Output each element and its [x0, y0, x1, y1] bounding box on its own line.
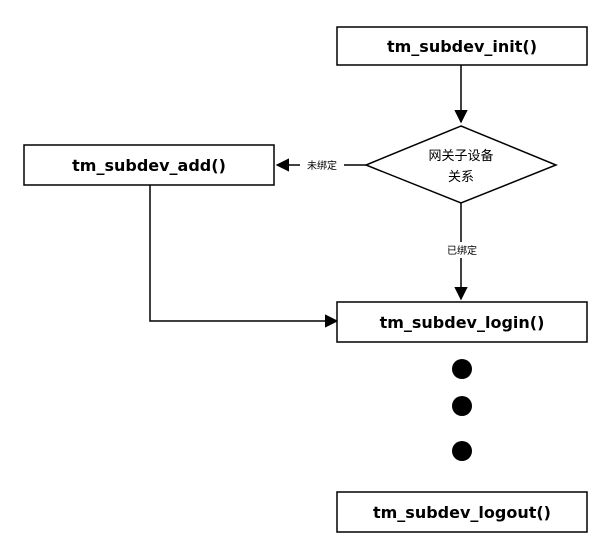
node-login: tm_subdev_login(): [336, 301, 588, 343]
node-init: tm_subdev_init(): [336, 26, 588, 66]
node-decision-diamond: [364, 125, 558, 204]
node-login-box: [336, 301, 588, 343]
edge-add-to-login: [149, 185, 339, 328]
node-init-label: tm_subdev_init(): [387, 37, 537, 56]
node-decision: 网关子设备 关系: [364, 125, 558, 204]
node-decision-label-line2: 关系: [448, 170, 474, 185]
node-logout: tm_subdev_logout(): [336, 491, 588, 533]
edge-label-unbound-bg: [300, 157, 344, 173]
node-init-box: [336, 26, 588, 66]
node-decision-label-line1: 网关子设备: [428, 148, 493, 164]
ellipsis-dot: [452, 441, 472, 461]
edge-label-bound-bg: [440, 242, 484, 258]
ellipsis-dot: [452, 359, 472, 379]
edge-label-unbound: 未绑定: [307, 159, 337, 172]
ellipsis-dot: [452, 396, 472, 416]
node-add-box: [23, 144, 275, 186]
edge-label-bound: 已绑定: [447, 244, 477, 257]
node-add: tm_subdev_add(): [23, 144, 275, 186]
node-logout-label: tm_subdev_logout(): [373, 503, 551, 522]
node-add-label: tm_subdev_add(): [72, 156, 226, 175]
node-logout-box: [336, 491, 588, 533]
node-login-label: tm_subdev_login(): [380, 313, 545, 332]
